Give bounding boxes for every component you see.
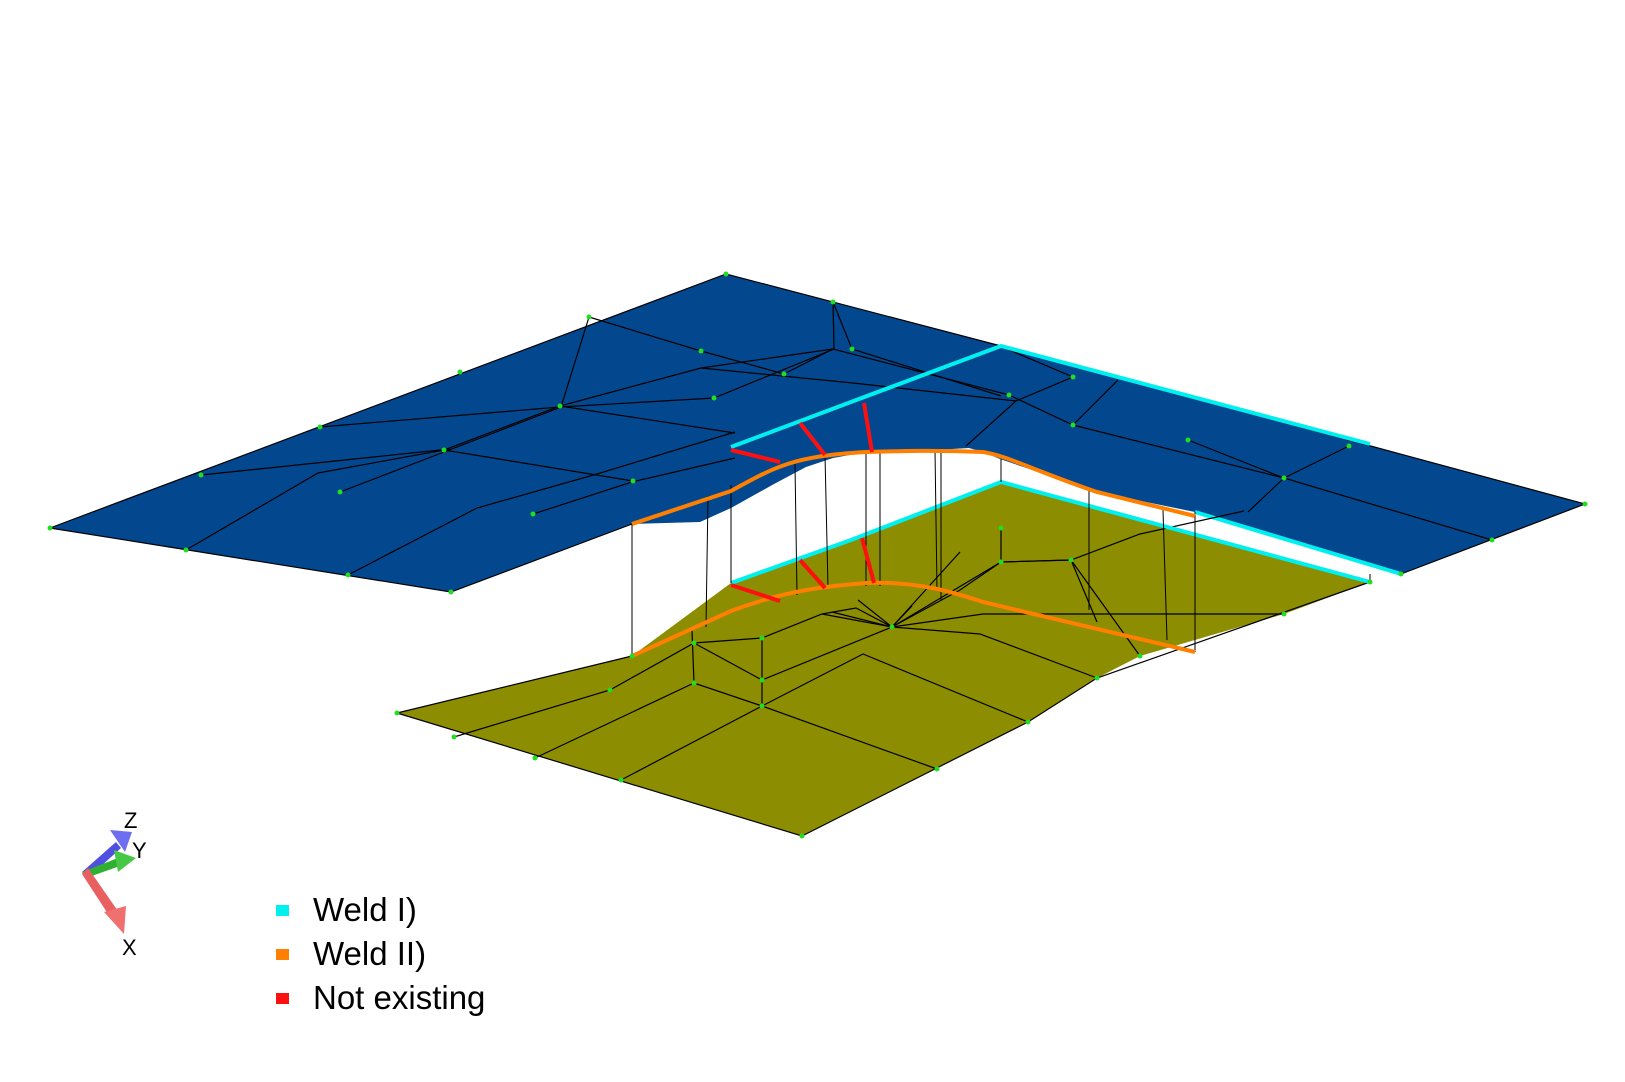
upper-plate bbox=[49, 273, 1587, 593]
weld-1-lower-segment bbox=[730, 479, 1371, 585]
weld-1-upper-rear-segment bbox=[1194, 510, 1402, 576]
upper-plate-surface bbox=[50, 274, 1585, 592]
legend-label-weld-2: Weld II) bbox=[313, 935, 427, 972]
z-axis-label: Z bbox=[124, 808, 137, 833]
y-axis-label: Y bbox=[132, 838, 147, 863]
legend-item-weld-1: Weld I) bbox=[276, 888, 485, 932]
x-axis-arrow bbox=[82, 868, 126, 934]
legend-swatch-weld-2 bbox=[276, 948, 289, 960]
axis-triad[interactable]: Z Y X bbox=[82, 808, 147, 960]
lower-plate-surface bbox=[397, 482, 1370, 836]
mesh-nodes bbox=[47, 271, 1588, 839]
weld-1-upper-segment bbox=[730, 343, 1371, 449]
y-axis-arrow bbox=[82, 850, 136, 878]
weld-2-upper bbox=[631, 448, 1196, 526]
legend: Weld I) Weld II) Not existing bbox=[276, 888, 485, 1020]
not-existing-segments bbox=[730, 402, 876, 603]
weld-connector-lines bbox=[631, 449, 1371, 656]
legend-label-weld-1: Weld I) bbox=[313, 891, 417, 928]
legend-item-weld-2: Weld II) bbox=[276, 932, 485, 976]
legend-swatch-weld-1 bbox=[276, 904, 289, 916]
legend-swatch-not-existing bbox=[276, 992, 289, 1004]
x-axis-label: X bbox=[122, 935, 137, 960]
legend-item-not-existing: Not existing bbox=[276, 976, 485, 1020]
legend-label-not-existing: Not existing bbox=[313, 979, 486, 1016]
